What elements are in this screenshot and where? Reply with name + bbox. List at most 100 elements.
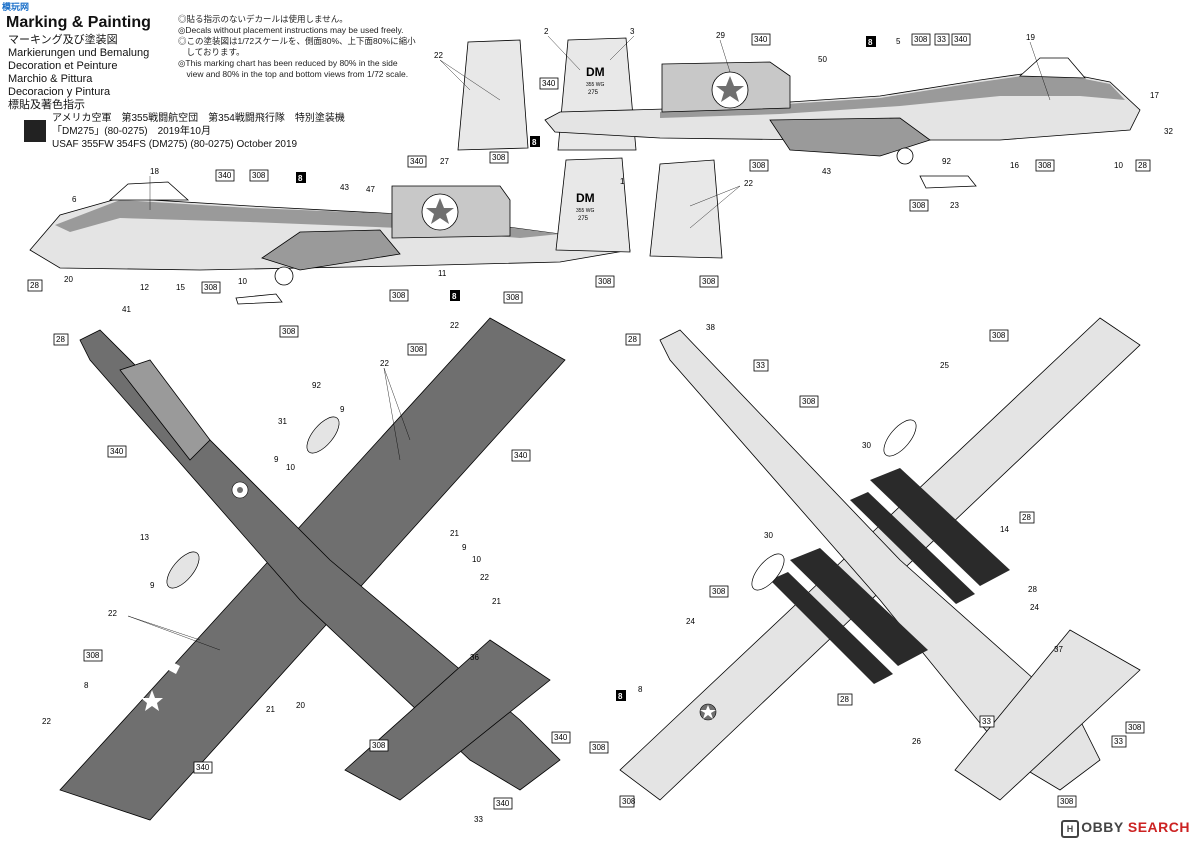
callout-number: 14 [1000,525,1009,534]
callout-number: 17 [1150,91,1159,100]
insignia-star [426,198,454,224]
note-line: ◎This marking chart has been reduced by … [178,58,398,68]
bottom-view [619,317,1141,801]
callout-number: 43 [822,167,831,176]
callout-box: 308 [389,289,409,302]
callout-box: 340 [493,797,513,810]
callout-number: 22 [744,179,753,188]
svg-text:308: 308 [252,171,266,180]
svg-text:308: 308 [492,153,506,162]
svg-text:308: 308 [752,161,766,170]
callout-box: 308 [619,795,636,808]
callout-boxes: 340 308 33 340 8 340 8 308 308 308 28 30… [27,33,1151,810]
callout-number: 25 [940,361,949,370]
callout-number: 9 [462,543,467,552]
callout-number: 24 [686,617,695,626]
insignia-star [700,705,716,719]
side-view-right: DM 355 WG 275 [457,37,1141,189]
callout-box: 308 [799,395,819,408]
callout-box: 308 [709,585,729,598]
callout-box: 308 [1035,159,1055,172]
callout-number: 1 [620,177,625,186]
svg-text:340: 340 [542,79,556,88]
svg-text:340: 340 [196,763,210,772]
roundel-center [237,487,243,493]
svg-text:33: 33 [982,717,991,726]
callout-number: 22 [450,321,459,330]
callout-box: 308 [369,739,389,752]
svg-text:8: 8 [868,38,873,47]
svg-text:28: 28 [840,695,849,704]
callout-number: 11 [438,269,447,278]
callout-box: 308 [911,33,931,46]
callout-number: 30 [862,441,871,450]
callout-box: 33 [753,359,769,372]
callout-number: 92 [942,157,951,166]
title-translations: マーキング及び塗装図 Markierungen und Bemalung Dec… [8,34,149,112]
callout-box: 8 [296,172,306,183]
callout-box: 340 [107,445,127,458]
svg-text:308: 308 [802,397,816,406]
svg-text:28: 28 [30,281,39,290]
svg-text:308: 308 [392,291,406,300]
callout-box: 308 [989,329,1009,342]
callout-box: 308 [489,151,509,164]
callout-box: 308 [699,275,719,288]
callout-number: 20 [296,701,305,710]
title-line: Marchio & Pittura [8,73,93,85]
callout-box: 28 [837,693,853,706]
callout-number: 23 [950,201,959,210]
callout-box: 308 [83,649,103,662]
tail-serial: 275 [588,90,599,96]
callout-box: 340 [539,77,559,90]
callout-box: 308 [589,741,609,754]
callout-box: 340 [193,761,213,774]
decal-notes: ◎貼る指示のないデカールは使用しません。 ◎Decals without pla… [178,14,418,80]
canopy-top [119,359,211,461]
svg-text:340: 340 [496,799,510,808]
tail-serial: 275 [578,216,589,222]
tail-code: DM [576,191,595,205]
note-line: view and 80% in the top and bottom views… [178,69,409,79]
callout-number: 2 [544,27,549,36]
callout-number: 10 [1114,161,1123,170]
callout-box: 308 [1125,721,1145,734]
scheme-caption: アメリカ空軍 第355戦闘航空団 第354戦闘飛行隊 特別塗装機 「DM275」… [52,112,345,151]
engine-pod [751,553,785,591]
callout-box: 33 [934,33,950,46]
svg-text:340: 340 [410,157,424,166]
wheel [896,147,914,165]
svg-text:308: 308 [372,741,386,750]
callout-number: 8 [638,685,643,694]
callout-box: 340 [215,169,235,182]
callout-number: 26 [912,737,921,746]
callout-number: 18 [150,167,159,176]
callout-box: 340 [751,33,771,46]
insignia-star [141,690,163,711]
callout-box: 308 [749,159,769,172]
svg-text:308: 308 [598,277,612,286]
callout-number: 8 [84,681,89,690]
callout-number: 28 [1028,585,1037,594]
svg-text:340: 340 [110,447,124,456]
page-title: Marking & Painting [6,14,151,31]
top-view [59,317,566,821]
drop-tank [919,175,977,189]
tailplane-top [344,639,551,801]
caption-line: 「DM275」(80-0275) 2019年10月 [52,126,211,137]
svg-text:340: 340 [514,451,528,460]
svg-text:308: 308 [702,277,716,286]
title-line: マーキング及び塗装図 [8,34,118,46]
callout-box: 308 [909,199,929,212]
callout-number: 41 [122,305,131,314]
callout-box: 308 [503,291,523,304]
engine-pod [166,551,200,589]
callout-box: 8 [866,36,876,47]
svg-text:308: 308 [1128,723,1142,732]
callout-number: 22 [108,609,117,618]
svg-text:340: 340 [954,35,968,44]
svg-text:308: 308 [992,331,1006,340]
callout-number: 20 [64,275,73,284]
svg-text:308: 308 [204,283,218,292]
callout-number: 31 [278,417,287,426]
